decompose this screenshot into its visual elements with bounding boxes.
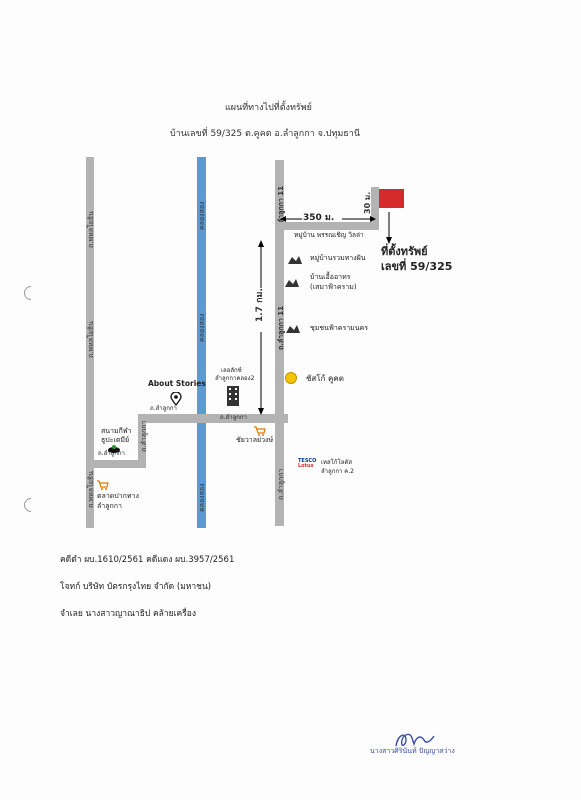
target-property-marker: [379, 189, 404, 208]
poi-lotus-line2: ลำลูกกาคลอง2: [215, 375, 255, 382]
road-village-spur: [371, 187, 379, 230]
road-label-main-2: ถ.ลำลูกกา: [220, 414, 247, 421]
road-village: [275, 222, 376, 230]
poi-about-stories: About Stories: [148, 379, 206, 388]
case-numbers: คดีดำ ผบ.1610/2561 คดีแดง ผบ.3957/2561: [60, 555, 235, 565]
lotus-brand: Lotus: [298, 463, 314, 469]
distance-vertical-long-arrow: [258, 240, 264, 415]
road-label-lamlukka-right: ถ.ลำลูกกา: [277, 468, 285, 500]
signature-name: นางสาวศิรินันท์ ปัญญาสว่าง: [370, 747, 455, 755]
canal-khlong-song: [197, 157, 206, 528]
distance-horizontal-arrow: [280, 216, 376, 222]
property-address: บ้านเลขที่ 59/325 ต.คูคต อ.ลำลูกกา จ.ปทุ…: [170, 129, 361, 139]
village-icon: [286, 325, 300, 333]
page-title: แผนที่ทางไปที่ตั้งทรัพย์: [225, 103, 312, 113]
shopping-cart-icon: [97, 480, 109, 490]
location-map: ถ.พหลโยธิน ถ.พหลโยธิน ถ.พหลโยธิน คลองสอง…: [86, 157, 453, 528]
target-label-2: เลขที่ 59/325: [381, 260, 453, 273]
poi-stadium-line2: ธูปะเตมีย์: [101, 436, 130, 444]
location-pin-icon: [170, 392, 182, 406]
poi-village-2-line1: บ้านเอื้ออาทร: [310, 273, 351, 281]
poi-village-1: หมู่บ้านรวมทางฝัน: [310, 254, 366, 262]
stadium-icon: [108, 445, 120, 453]
road-label-phahonyothin-upper: ถ.พหลโยธิน: [87, 211, 95, 248]
tesco-brand: TESCO: [298, 458, 317, 464]
road-label-main-1: ถ.ลำลูกกา: [150, 405, 177, 412]
road-label-phahonyothin-lower: ถ.พหลโยธิน: [87, 471, 95, 508]
road-label-bend: ถ.ลำลูกกา: [140, 420, 148, 452]
gas-station-icon: [285, 372, 297, 384]
canal-label-middle: คลองสอง: [198, 313, 206, 343]
road-label-main-3: ถ.ลำลูกกา: [98, 450, 125, 457]
canal-label-lower: คลองสอง: [198, 483, 206, 513]
shopping-cart-icon: [254, 426, 266, 436]
road-lamlukka-west: [86, 460, 146, 468]
poi-village-2-line2: (เสมาฟ้าคราม): [310, 283, 357, 291]
road-lamlukka-branch: [138, 414, 146, 468]
poi-village-3: ชุมชนฟ้าครามนคร: [310, 324, 369, 332]
poi-tesco-line2: ลำลูกกา ค.2: [321, 468, 355, 475]
poi-fresh-market-line1: ตลาดปากทาง: [97, 492, 139, 500]
poi-market: ชัยวาลย่วงษ์: [236, 436, 274, 444]
road-lamlukka-11: [275, 160, 284, 526]
handwritten-signature: [395, 733, 435, 747]
tesco-lotus-logo: TESCO Lotus: [298, 459, 318, 469]
poi-gas-station: ชัสโก้ คูคต: [306, 374, 344, 383]
distance-horizontal: 350 ม.: [303, 213, 335, 223]
poi-fresh-market-line2: ลำลูกกา: [97, 502, 122, 510]
village-icon: [285, 279, 299, 287]
road-label-phahonyothin-middle: ถ.พหลโยธิน: [87, 321, 95, 358]
plaintiff: โจทก์ บริษัท บัตรกรุงไทย จำกัด (มหาชน): [60, 582, 212, 592]
building-icon: [227, 386, 239, 406]
target-pointer-arrow: [386, 212, 392, 244]
target-label-1: ที่ตั้งทรัพย์: [381, 245, 428, 258]
poi-tesco-line1: เทสโก้โลตัส: [321, 459, 352, 466]
road-lamlukka-main: [138, 414, 288, 423]
distance-vertical-long: 1.7 กม.: [255, 288, 265, 322]
poi-lotus-line1: เลอลักซ์: [221, 367, 242, 374]
distance-vertical-short: 30 ม.: [363, 191, 372, 214]
canal-label-upper: คลองสอง: [198, 201, 206, 231]
defendant: จำเลย นางสาวญาณาธิป คล้ายเครื่อง: [60, 609, 197, 619]
road-phahonyothin: [86, 157, 94, 528]
village-icon: [288, 256, 302, 264]
village-road-label: หมู่บ้าน พรรณเชิญ วิลล่า: [294, 231, 364, 239]
poi-stadium-line1: สนามกีฬา: [101, 427, 132, 435]
